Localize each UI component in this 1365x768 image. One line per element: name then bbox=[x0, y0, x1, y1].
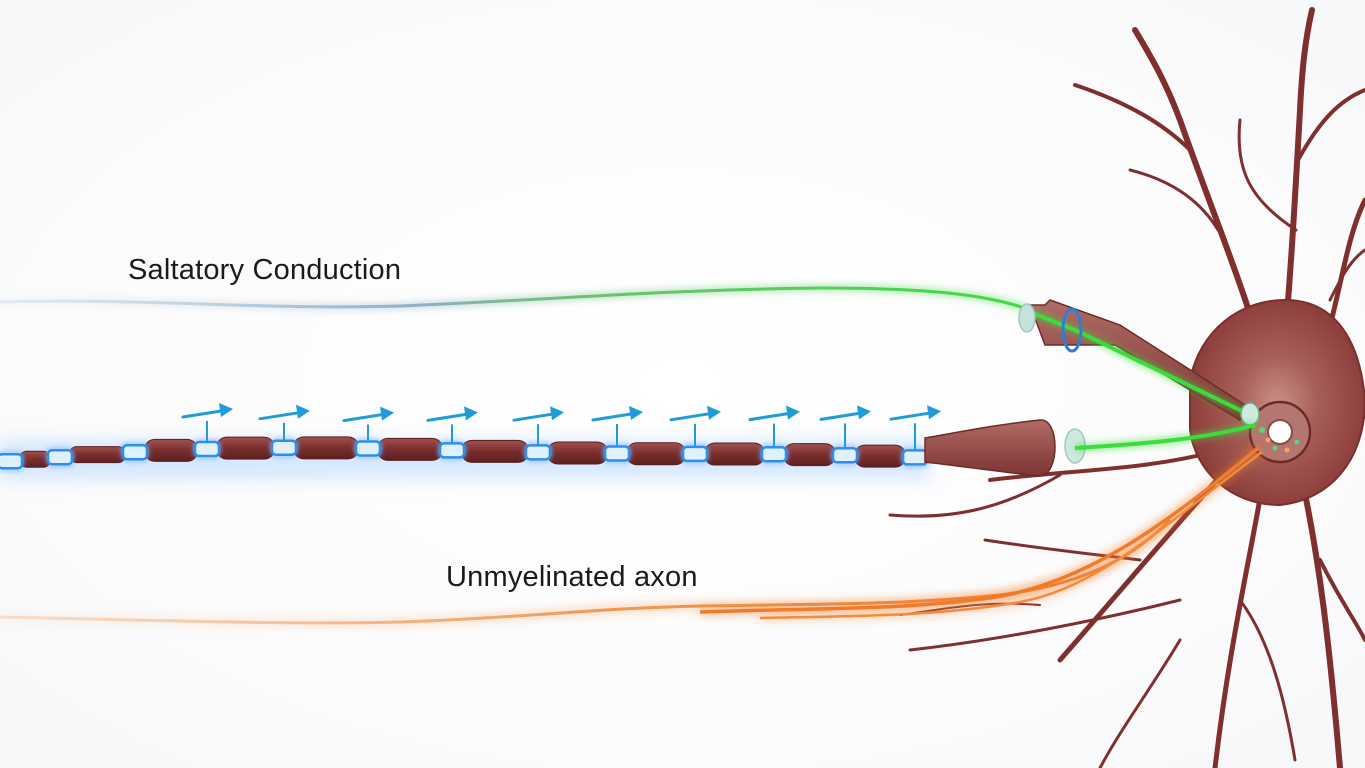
myelin-segment bbox=[546, 441, 609, 465]
right-arrow-icon bbox=[258, 404, 310, 440]
node-of-ranvier-icon bbox=[0, 452, 24, 470]
node-of-ranvier-icon bbox=[901, 449, 929, 466]
right-arrow-icon bbox=[748, 405, 800, 447]
dendrite bbox=[1098, 638, 1182, 768]
middle-green-signal bbox=[1074, 423, 1256, 450]
right-arrow-icon bbox=[181, 403, 233, 442]
right-arrow-icon bbox=[889, 405, 941, 450]
axon-hillock bbox=[924, 419, 1056, 477]
dendrite bbox=[1212, 467, 1268, 768]
node-of-ranvier-icon bbox=[354, 440, 382, 457]
dendrite bbox=[888, 473, 1062, 518]
node-ring-soma bbox=[1240, 402, 1260, 426]
myelin-segment bbox=[143, 438, 199, 462]
myelin-segment bbox=[460, 439, 530, 463]
node-of-ranvier-icon bbox=[760, 446, 788, 463]
myelin-segment bbox=[376, 437, 444, 461]
dendrite bbox=[908, 598, 1182, 652]
dendrite bbox=[1328, 248, 1365, 302]
myelin-segment bbox=[782, 443, 837, 467]
orange-signal-a bbox=[699, 446, 1260, 614]
node-of-ranvier-icon bbox=[121, 443, 149, 461]
right-arrow-icon bbox=[342, 406, 394, 441]
myelin-segment bbox=[625, 442, 687, 466]
dendrite bbox=[1238, 598, 1297, 762]
myelin-segment bbox=[68, 446, 127, 464]
myelinated-axon bbox=[0, 403, 1256, 480]
dendrites bbox=[888, 7, 1365, 768]
node-of-ranvier-icon bbox=[46, 449, 74, 466]
myelin-segment bbox=[853, 444, 907, 468]
unmyelinated-axon-label: Unmyelinated axon bbox=[446, 561, 698, 593]
neuron-soma bbox=[1189, 298, 1365, 507]
dendrite bbox=[988, 448, 1222, 482]
dendrite bbox=[983, 538, 1142, 562]
right-arrow-icon bbox=[512, 406, 564, 445]
node-of-ranvier-icon bbox=[831, 447, 859, 464]
node-of-ranvier-icon bbox=[524, 444, 552, 461]
node-of-ranvier-icon bbox=[603, 445, 631, 462]
node-ring-inner bbox=[1018, 303, 1036, 333]
dendrite bbox=[1128, 168, 1220, 232]
myelin-segment bbox=[18, 450, 52, 468]
right-arrow-icon bbox=[426, 406, 478, 443]
node-of-ranvier-icon bbox=[681, 445, 709, 463]
node-ring bbox=[1061, 307, 1083, 353]
right-arrow-icon bbox=[669, 405, 721, 446]
current-arrows bbox=[181, 403, 941, 450]
myelin-segment bbox=[703, 442, 766, 466]
node-of-ranvier-icon bbox=[438, 442, 466, 459]
top-faint-trace bbox=[0, 286, 1031, 312]
myelin-segment bbox=[215, 436, 276, 460]
right-arrow-icon bbox=[591, 406, 643, 446]
saltatory-conduction-label: Saltatory Conduction bbox=[128, 254, 402, 286]
dendrite bbox=[1296, 88, 1365, 162]
saltatory-pathway bbox=[0, 286, 1260, 426]
orange-signal-b bbox=[759, 450, 1263, 620]
right-arrow-icon bbox=[819, 405, 871, 448]
dendrite bbox=[1318, 558, 1365, 642]
node-of-ranvier-icon bbox=[193, 440, 221, 458]
dendrite bbox=[1297, 467, 1343, 768]
top-green-signal bbox=[1029, 310, 1251, 417]
myelin-segment bbox=[292, 436, 360, 460]
node-of-ranvier-icon bbox=[270, 439, 298, 456]
nucleolus bbox=[1267, 419, 1293, 445]
dendrite bbox=[1237, 118, 1298, 232]
dendrite bbox=[1073, 83, 1192, 152]
unmyelinated-pathway bbox=[0, 446, 1263, 625]
